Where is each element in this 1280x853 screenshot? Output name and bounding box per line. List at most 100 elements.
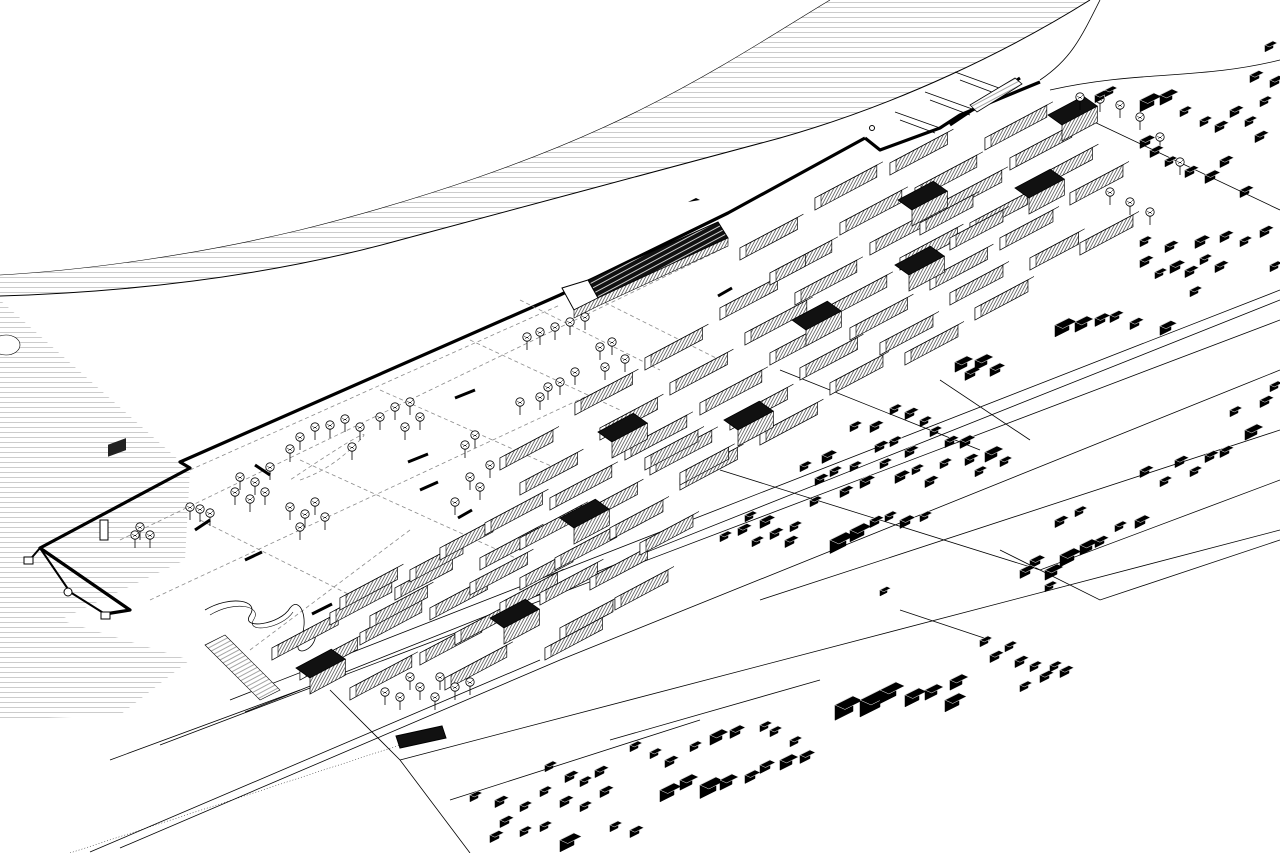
neighbourhood-building-roof (1019, 680, 1033, 688)
tree (430, 692, 440, 711)
neighbourhood-building-roof (559, 832, 583, 844)
neighbourhood-building-roof (751, 535, 765, 543)
far-shoreline (0, 0, 831, 276)
terraced-row-end (554, 554, 562, 571)
hall-facade (911, 190, 948, 227)
terraced-row-facade (644, 326, 703, 371)
terraced-row-facade (1069, 164, 1124, 206)
neighbourhood-building-roof (1159, 88, 1180, 99)
neighbourhood-building-roof (737, 523, 753, 531)
hall-facade (908, 255, 945, 292)
neighbourhood-building-roof (1244, 423, 1265, 434)
terraced-row-end (974, 304, 982, 321)
terraced-housing-blocks (271, 101, 1140, 701)
tree (400, 422, 410, 441)
terraced-row-roof (839, 186, 908, 224)
neighbourhood-building-roof (779, 753, 800, 764)
terraced-row-end (814, 194, 822, 211)
neighbourhood-building-roof (1164, 155, 1178, 163)
tree (245, 494, 255, 513)
neighbourhood-building-roof (709, 728, 730, 739)
neighbourhood-building-roof (1054, 515, 1070, 523)
terraced-row-roof (349, 651, 418, 689)
terraced-row-end (1029, 254, 1037, 271)
tree (465, 472, 475, 491)
neighbourhood-building-roof (784, 535, 800, 543)
small-island (0, 334, 21, 356)
terraced-row-facade (574, 371, 633, 416)
terraced-row-end (984, 134, 992, 151)
tree (543, 382, 553, 401)
neighbourhood-building-roof (1154, 267, 1168, 275)
terraced-row-end (904, 349, 912, 366)
gate-marker-3 (100, 611, 111, 620)
neighbourhood-building-roof (539, 785, 553, 793)
roads (89, 0, 1280, 853)
neighbourhood-building-roof (929, 425, 943, 433)
terraced-row-end (519, 574, 527, 591)
tree (465, 677, 475, 696)
terraced-row-end (419, 649, 427, 666)
hall-facade (1028, 178, 1065, 215)
tree (235, 472, 245, 491)
terraced-row-facade (499, 429, 554, 471)
neighbourhood-building-roof (1114, 520, 1128, 528)
neighbourhood-building-roof (1014, 655, 1030, 663)
neighbourhood-building-roof (889, 403, 903, 411)
neighbourhood-building-roof (1254, 130, 1270, 138)
neighbourhood-building-roof (689, 740, 703, 748)
neighbourhood-building-roof (954, 355, 975, 366)
hall-facade (1061, 105, 1098, 142)
tree (375, 412, 385, 431)
neighbourhood-building-roof (769, 527, 785, 535)
tree (1125, 197, 1135, 216)
hall-facade (611, 422, 648, 459)
tree (295, 432, 305, 451)
greenhouse-roof (587, 221, 729, 299)
terraced-row-facade (614, 569, 669, 611)
neighbourhood-building-roof (999, 455, 1013, 463)
terraced-row-end (849, 324, 857, 341)
winding-path (204, 600, 316, 652)
tree (555, 377, 565, 396)
tree (570, 367, 580, 386)
tree (250, 477, 260, 496)
greenhouse-facade (573, 237, 729, 319)
hall-facade (573, 508, 610, 545)
tree (1135, 112, 1145, 131)
terraced-row-facade (669, 351, 728, 396)
neighbourhood-building-roof (879, 457, 893, 465)
entrance-ramp (204, 634, 281, 701)
neighbourhood-building-roof (979, 635, 993, 643)
neighbourhood-building-roof (974, 353, 995, 364)
neighbourhood-building-roof (814, 473, 830, 481)
terraced-row-facade (1029, 231, 1079, 271)
neighbourhood-building-roof (1259, 225, 1275, 233)
west-water-hatching (0, 300, 190, 720)
neighbourhood-building-roof (599, 785, 615, 793)
tree (415, 412, 425, 431)
terraced-row-end (614, 594, 622, 611)
terraced-row-roof (984, 101, 1053, 139)
neighbourhood-building-roof (1074, 505, 1088, 513)
neighbourhood-building-roof (579, 800, 593, 808)
terraced-row-end (889, 159, 897, 176)
neighbourhood-building-roof (924, 475, 940, 483)
neighbourhood-building-roof (759, 720, 773, 728)
neighbourhood-building-roof (799, 749, 817, 758)
neighbourhood-building-roof (899, 514, 917, 523)
tree (607, 337, 617, 356)
neighbourhood-building-roof (759, 514, 777, 523)
neighbourhood-building-roof (919, 415, 933, 423)
terraced-row-end (609, 524, 617, 541)
gateway-building (395, 725, 447, 749)
neighbourhood-building-roof (874, 440, 890, 448)
tree (1115, 100, 1125, 119)
neighbourhood-building-roof (1219, 445, 1235, 453)
neighbourhood-building-roof (1269, 260, 1280, 268)
neighbourhood-building-roof (1239, 185, 1255, 193)
terraced-row-end (329, 609, 337, 626)
neighbourhood-building-roof (539, 820, 553, 828)
neighbourhood-building-roof (849, 460, 863, 468)
neighbourhood-building-roof (519, 800, 533, 808)
